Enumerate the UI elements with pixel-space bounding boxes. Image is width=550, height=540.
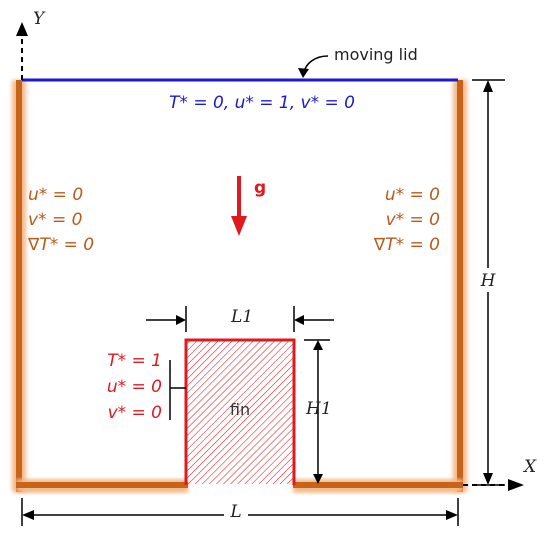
gravity-label: g xyxy=(254,178,266,198)
cavity-height-dimension: H xyxy=(472,79,505,486)
x-axis: X xyxy=(463,457,537,491)
left-bc-t: ∇T* = 0 xyxy=(27,235,94,255)
fin-width-dimension: L1 xyxy=(146,306,334,332)
left-wall-bc: u* = 0 v* = 0 ∇T* = 0 xyxy=(27,185,94,255)
fin-width-label: L1 xyxy=(230,307,253,327)
moving-lid-annotation: moving lid xyxy=(298,45,418,78)
fin-label: fin xyxy=(230,400,250,419)
right-wall-bc: u* = 0 v* = 0 ∇T* = 0 xyxy=(373,185,440,255)
fin-height-text: H1 xyxy=(305,399,332,419)
cavity-width-label: L xyxy=(229,502,241,522)
right-wall xyxy=(453,80,467,492)
bottom-wall xyxy=(16,479,463,493)
right-bc-u: u* = 0 xyxy=(385,185,440,205)
moving-lid-label: moving lid xyxy=(334,45,418,64)
gravity-arrow: g xyxy=(231,176,266,236)
fin-width-text: L1 xyxy=(230,307,253,327)
left-wall xyxy=(12,80,26,492)
fin-bc-u: u* = 0 xyxy=(107,377,162,397)
fin-bc: T* = 1 u* = 0 v* = 0 xyxy=(107,351,186,423)
cavity-width-dimension: L xyxy=(21,498,459,526)
fin-bc-t: T* = 1 xyxy=(107,351,162,371)
right-bc-t: ∇T* = 0 xyxy=(373,235,440,255)
y-axis: Y xyxy=(16,9,46,80)
left-bc-v: v* = 0 xyxy=(28,210,82,230)
fin-height-label: H1 xyxy=(305,399,332,419)
cavity-height-label: H xyxy=(480,271,497,291)
y-axis-label: Y xyxy=(33,9,46,29)
fin-height-dimension: H1 xyxy=(304,339,332,484)
right-bc-v: v* = 0 xyxy=(386,210,440,230)
left-bc-u: u* = 0 xyxy=(28,185,83,205)
fin: fin xyxy=(184,338,296,485)
x-axis-label: X xyxy=(522,457,537,477)
fin-bc-v: v* = 0 xyxy=(108,403,162,423)
lid-bc: T* = 0, u* = 1, v* = 0 xyxy=(169,93,355,113)
